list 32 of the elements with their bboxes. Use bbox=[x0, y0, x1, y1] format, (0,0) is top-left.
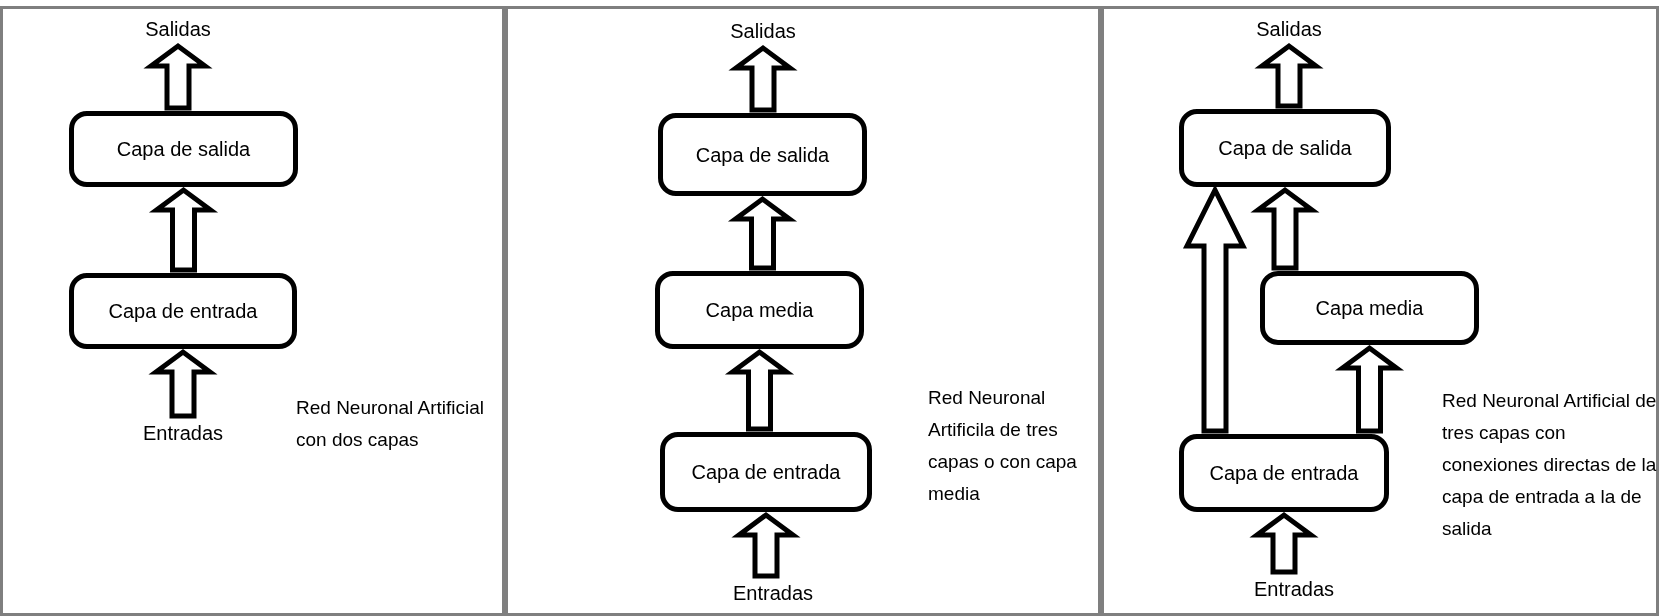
layer-box: Capa de salida bbox=[1179, 109, 1391, 187]
block-arrow bbox=[1250, 186, 1320, 271]
io-label: Salidas bbox=[1244, 15, 1334, 43]
block-arrow bbox=[727, 195, 798, 271]
block-arrow bbox=[1182, 184, 1248, 434]
panel bbox=[505, 6, 1101, 616]
layer-box: Capa de salida bbox=[658, 113, 867, 196]
io-label: Entradas bbox=[723, 579, 823, 607]
panel bbox=[1101, 6, 1659, 616]
layer-box: Capa media bbox=[1260, 271, 1479, 345]
io-label: Salidas bbox=[133, 15, 223, 43]
layer-box: Capa de salida bbox=[69, 111, 298, 187]
io-label: Entradas bbox=[133, 419, 233, 447]
block-arrow bbox=[1254, 42, 1324, 109]
layer-box: Capa de entrada bbox=[69, 273, 297, 349]
layer-box: Capa media bbox=[655, 271, 864, 349]
layer-box: Capa de entrada bbox=[1179, 434, 1389, 512]
io-label: Salidas bbox=[718, 17, 808, 45]
panel-caption: Red Neuronal Artificial de tres capas con conexiones directas de la capa de entrada a la de salida bbox=[1442, 389, 1658, 541]
panel-caption: Red Neuronal Artificila de tres capas o con capa media bbox=[928, 386, 1078, 506]
panel-caption: Red Neuronal Artificial con dos capas bbox=[296, 396, 485, 452]
io-label: Entradas bbox=[1244, 575, 1344, 603]
panel bbox=[0, 6, 505, 616]
block-arrow bbox=[148, 186, 219, 273]
block-arrow bbox=[728, 44, 798, 113]
block-arrow bbox=[724, 348, 795, 432]
block-arrow bbox=[143, 42, 213, 111]
block-arrow bbox=[731, 511, 801, 579]
block-arrow bbox=[148, 348, 218, 419]
block-arrow bbox=[1334, 344, 1405, 434]
block-arrow bbox=[1249, 511, 1319, 575]
layer-box: Capa de entrada bbox=[660, 432, 872, 512]
